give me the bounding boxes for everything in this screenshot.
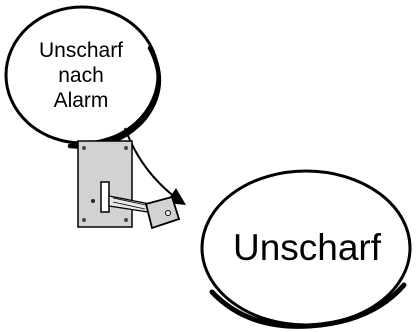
state-heavy-edge	[209, 282, 407, 329]
bubble-line: nach	[58, 64, 104, 87]
bubble-line: Alarm	[53, 89, 109, 112]
key-switch-icon	[77, 140, 181, 230]
state-label: Unscharf	[232, 227, 382, 268]
transition-arrow	[124, 127, 177, 199]
bubble-label: Unscharf nach Alarm	[0, 38, 162, 113]
bubble-line: Unscharf	[38, 39, 124, 62]
